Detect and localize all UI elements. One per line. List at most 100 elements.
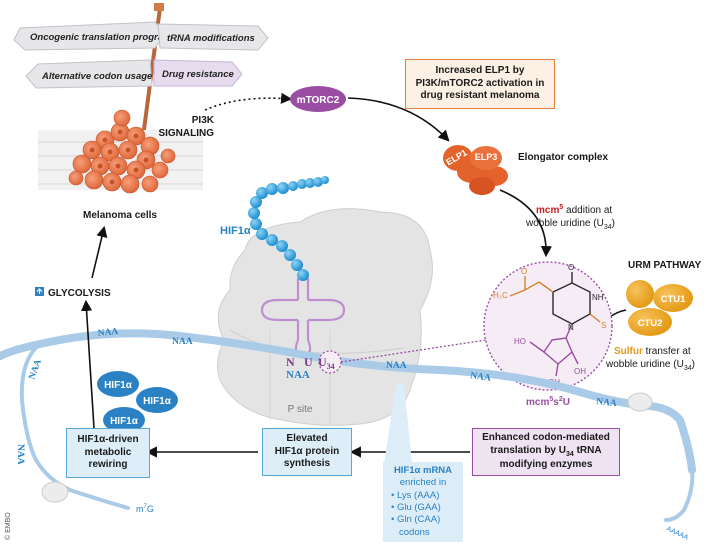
naa-3: NAA (386, 361, 407, 371)
m7g-m: m (136, 504, 144, 514)
hif1a-oval-label-2: HIF1α (143, 396, 172, 407)
mol-oh-2: OH (574, 367, 586, 376)
wobble1-sub: 34 (604, 224, 612, 231)
p-site-label: P site (288, 404, 313, 415)
anticodon-sub: 34 (327, 362, 335, 371)
mol-u: U (563, 397, 570, 408)
enhanced-line-2sub: 34 (566, 450, 574, 458)
sign-drug-text: Drug resistance (162, 69, 235, 80)
ctu2-node (628, 308, 672, 336)
anticodon-u1: U (304, 355, 313, 369)
sign-alt-codon-text: Alternative codon usage (41, 71, 153, 82)
ctu1-node (653, 284, 693, 312)
sign-trna (157, 23, 269, 51)
mtorc2-label: mTORC2 (297, 95, 340, 106)
sign-oncogenic (13, 21, 166, 51)
wobble2-end: ) (692, 359, 695, 370)
glycolysis-label: GLYCOLYSIS (48, 288, 111, 299)
sign-oncogenic-text: Oncogenic translation program (30, 32, 172, 43)
copyright-label: © EMBO (4, 512, 12, 540)
rewiring-line-2: metabolic (84, 446, 132, 458)
wobble1-label: wobble uridine (U34) (525, 218, 615, 231)
urm-ball-1 (626, 280, 654, 308)
ctu2-label: CTU2 (638, 318, 663, 329)
enhanced-line-2: translation by U34 tRNA (490, 445, 601, 460)
mrna-blob (627, 392, 653, 412)
signpost-top (154, 3, 164, 11)
pi3k-to-mtorc2-arrow (204, 92, 293, 111)
hif1a-chain-label: HIF1α (220, 225, 251, 237)
urm-label: URM PATHWAY (628, 260, 701, 271)
pi3k-label-2: SIGNALING (158, 128, 214, 139)
elp1-node (443, 145, 473, 171)
elevated-synthesis-box: Elevated HIF1α protein synthesis (262, 428, 352, 476)
mcm5s2u-label: mcm5s2U (526, 396, 570, 408)
hif1a-oval-label-3: HIF1α (110, 416, 139, 427)
cap-5prime (41, 481, 69, 503)
anticodon-u34: U34 (318, 355, 335, 371)
hif1a-peptide-chain (248, 176, 329, 281)
mol-o2: O (568, 263, 574, 272)
mcm5-rest: addition at (563, 205, 612, 216)
elp3-label: ELP3 (475, 152, 498, 162)
sign-drug (153, 59, 243, 87)
hif1a-oval-1 (97, 371, 139, 397)
mrna-note-item-gln: • Gln (CAA) (391, 514, 441, 526)
mcm5-prefix: mcm (536, 205, 559, 216)
elp1-box-line-2: PI3K/mTORC2 activation in (415, 77, 545, 89)
mol-n: N (568, 323, 574, 332)
hif1a-mrna-note: HIF1α mRNA enriched in • Lys (AAA) • Glu… (383, 462, 463, 543)
enhanced-line-2b: tRNA (573, 444, 602, 456)
mol-s: S (601, 321, 606, 330)
signpost: Oncogenic translation program tRNA modif… (13, 3, 269, 161)
synthesis-line-3: synthesis (283, 458, 331, 470)
mrna-callout-wedge (384, 384, 412, 464)
naa-1: NAA (97, 327, 119, 339)
hif1a-oval-3 (103, 407, 145, 433)
naa-4: NAA (470, 371, 492, 384)
mrna-note-footer: codons (399, 526, 430, 538)
m7g-sup: 7 (144, 504, 148, 510)
naa-psite: NAA (286, 369, 310, 381)
wobble2-label: wobble uridine (U34) (605, 359, 695, 372)
elp3-node (470, 146, 502, 170)
enhanced-line-3: modifying enzymes (499, 459, 593, 471)
m7g-label: m7G (136, 504, 154, 514)
sulfur-label: Sulfur transfer at (614, 346, 691, 357)
elp1-box-line-3: drug resistant melanoma (420, 90, 540, 102)
mol-name: mcm (526, 397, 549, 408)
anticodon-u2: U (318, 355, 327, 369)
elp1-box-line-1: Increased ELP1 by (435, 65, 525, 77)
anticodon-n: N (286, 355, 295, 369)
rewiring-line-1: HIF1α-driven (77, 434, 139, 446)
mtorc2-node (290, 86, 346, 112)
sign-alt-codon (25, 59, 153, 89)
naa-7: NAA (15, 444, 25, 465)
polya-label: AAAAA (665, 525, 689, 541)
glycolysis-arrow-glyph (36, 288, 43, 294)
mol-sup1: 5 (549, 396, 553, 403)
glycolysis-to-melanoma-arrow (91, 225, 108, 279)
mrna-3prime-tail (664, 468, 695, 522)
mol-nh: NH (592, 293, 604, 302)
mrna-note-sub: enriched in (399, 477, 447, 489)
enhanced-line-1: Enhanced codon-mediated (482, 432, 610, 444)
hif1a-protein-cluster (97, 371, 178, 433)
elp1-activation-box: Increased ELP1 by PI3K/mTORC2 activation… (405, 59, 555, 109)
elongator-label: Elongator complex (518, 152, 608, 163)
mol-o: O (521, 267, 527, 276)
elongator-complex (443, 145, 508, 195)
sulfur-word: Sulfur (614, 346, 643, 357)
enhanced-translation-box: Enhanced codon-mediated translation by U… (472, 428, 620, 476)
naa-5: NAA (596, 397, 618, 409)
mcm5s2u-molecule-circle (483, 261, 613, 391)
elongator-to-molecule-arrow (499, 189, 552, 258)
mol-s-text: s (553, 397, 559, 408)
mcm5-sup: 5 (559, 204, 563, 211)
naa-6: NAA (27, 358, 43, 381)
hif1a-oval-label-1: HIF1α (104, 380, 133, 391)
sign-trna-text: tRNA modifications (167, 33, 255, 44)
mrna-note-title: HIF1α mRNA (393, 465, 453, 476)
wobble1-text: wobble uridine (U (525, 218, 604, 229)
mrna-ribbon (0, 329, 696, 474)
